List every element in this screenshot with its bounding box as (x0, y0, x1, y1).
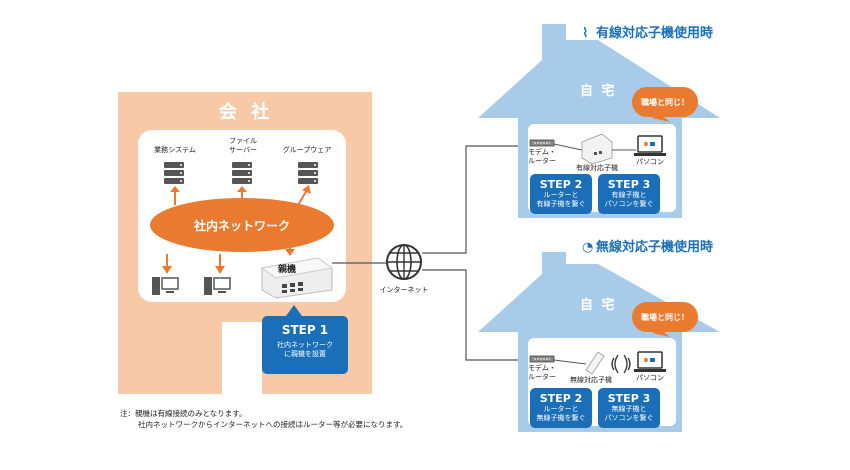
wireless-waves-icon (611, 354, 631, 374)
system-label-fileserver: ファイル サーバー (229, 137, 257, 154)
wireless-laptop-icon (634, 351, 666, 372)
step1-box: STEP 1 社内ネットワーク に親機を設置 (262, 316, 348, 374)
wired-step3-box: STEP 3 有線子機と パソコンを繋ぐ (598, 174, 660, 214)
wireless-heading: ◔無線対応子機使用時 (582, 240, 714, 255)
wired-step2-desc: ルーターと 有線子機を繋ぐ (536, 191, 586, 208)
wired-step3-desc: 有線子機と パソコンを繋ぐ (604, 191, 654, 208)
pc-icon-1 (152, 277, 179, 295)
wired-modem-icon (529, 139, 555, 147)
system-label-groupware: グループウェア (282, 146, 332, 154)
wifi-icon: ◔ (582, 240, 594, 255)
wired-bubble: 職場と同じ！ (632, 87, 698, 117)
wireless-bubble: 職場と同じ！ (632, 302, 698, 332)
wired-step3-title: STEP 3 (607, 178, 651, 191)
wireless-step2-desc: ルーターと 無線子機を繋ぐ (536, 405, 586, 422)
wired-child-label: 有線対応子機 (576, 164, 618, 172)
step1-desc: 社内ネットワーク に親機を設置 (277, 341, 333, 358)
step1-title: STEP 1 (281, 323, 329, 337)
network-ellipse: 社内ネットワーク (150, 198, 334, 252)
network-label: 社内ネットワーク (193, 218, 290, 233)
wireless-child-label: 無線対応子機 (570, 376, 612, 384)
company-title: 会 社 (218, 102, 274, 123)
wireless-modem-icon (529, 355, 555, 363)
wireless-step2-title: STEP 2 (539, 392, 583, 405)
wired-modem-label: モデム・ ルーター (528, 148, 556, 165)
wired-child-icon (581, 133, 613, 165)
internet-label: インターネット (379, 286, 429, 294)
wireless-home-label: 自 宅 (580, 298, 617, 313)
parent-device-icon (260, 257, 334, 299)
wireless-pc-label: パソコン (636, 374, 664, 382)
cable-icon: ⌇ (582, 26, 589, 41)
note-line-1: 注：親機は有線接続のみとなります。 (120, 409, 247, 418)
wired-pc-label: パソコン (636, 158, 664, 166)
wired-step2-box: STEP 2 ルーターと 有線子機を繋ぐ (530, 174, 592, 214)
wired-home-label: 自 宅 (580, 84, 617, 99)
wired-heading: ⌇有線対応子機使用時 (582, 26, 714, 41)
system-label-business: 業務システム (154, 146, 196, 154)
wireless-step3-title: STEP 3 (607, 392, 651, 405)
wireless-step3-desc: 無線子機と パソコンを繋ぐ (604, 405, 654, 422)
wired-laptop-icon (634, 135, 666, 156)
wireless-step3-box: STEP 3 無線子機と パソコンを繋ぐ (598, 388, 660, 428)
wired-step2-title: STEP 2 (539, 178, 583, 191)
note-line-2: 社内ネットワークからインターネットへの接続はルーター等が必要になります。 (138, 420, 408, 429)
wireless-child-icon (585, 351, 605, 375)
globe-icon (386, 244, 422, 280)
pc-icon-2 (204, 277, 231, 295)
wireless-modem-label: モデム・ ルーター (528, 364, 556, 381)
wireless-step2-box: STEP 2 ルーターと 無線子機を繋ぐ (530, 388, 592, 428)
parent-device-label: 親機 (278, 265, 297, 275)
